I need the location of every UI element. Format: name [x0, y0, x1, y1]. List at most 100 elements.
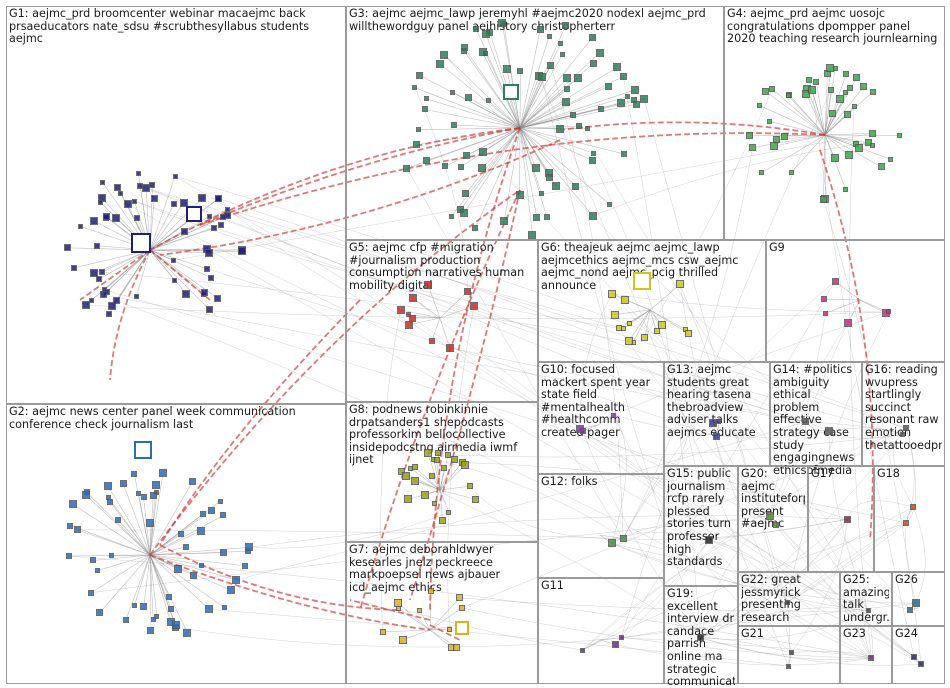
node-g4: [835, 94, 844, 103]
edge: [485, 52, 521, 129]
edge: [436, 459, 441, 491]
node-g3: [478, 147, 487, 156]
group-box-g6: G6: theajeuk aejmc aejmc_lawp aejmcethic…: [538, 240, 766, 362]
node-g2: [150, 616, 156, 622]
node-g7: [458, 604, 465, 611]
node-g2: [173, 564, 182, 573]
node-g1: [123, 200, 132, 209]
node-g3: [570, 111, 577, 118]
edge: [614, 309, 651, 315]
node-g3: [547, 61, 555, 69]
group-box-g24: G24: [892, 626, 945, 684]
edge: [824, 133, 873, 136]
node-g3: [552, 182, 560, 191]
node-g4: [865, 139, 873, 147]
edge: [582, 639, 601, 651]
edge: [149, 175, 176, 251]
edge: [765, 90, 826, 136]
node-g24: [911, 653, 918, 660]
edge: [769, 313, 826, 517]
node-g3: [564, 86, 571, 93]
node-g3: [517, 67, 524, 74]
edge: [519, 127, 611, 205]
node-g20: [765, 511, 774, 520]
group-label-g3: G3: aejmc aejmc_lawp jeremyhl #aejmc2020…: [349, 8, 706, 33]
edge: [489, 32, 521, 129]
group-box-g8: G8: podnews robinkinnie drpatsanders1 sh…: [346, 402, 538, 542]
edge: [620, 89, 832, 638]
edge: [175, 175, 907, 429]
edge: [134, 474, 151, 556]
node-g1: [71, 264, 78, 271]
group-label-g14: G14: #politics ambiguity ethical problem…: [773, 364, 855, 477]
edge: [519, 54, 563, 129]
red-edge: [149, 189, 521, 556]
edge: [140, 185, 806, 423]
node-g4: [767, 118, 773, 124]
node-g6: [615, 325, 622, 332]
edge: [149, 554, 202, 566]
edge: [439, 462, 463, 491]
edge: [621, 602, 788, 639]
node-g3: [412, 85, 418, 91]
edge: [823, 298, 861, 301]
edge: [175, 626, 622, 648]
node-g3: [640, 94, 649, 103]
edge: [116, 249, 151, 301]
node-g3: [560, 52, 565, 58]
edge: [117, 519, 151, 556]
node-g6: [653, 327, 660, 334]
node-g15: [705, 536, 714, 545]
node-g2: [95, 568, 101, 574]
edge: [519, 103, 637, 129]
node-g1: [88, 298, 94, 304]
edge: [811, 90, 826, 136]
node-g6: [621, 295, 630, 304]
node-g7: [394, 599, 403, 608]
edge: [709, 519, 848, 541]
node-g2: [171, 621, 180, 630]
edge: [612, 293, 889, 313]
node-g3: [502, 64, 511, 73]
edge: [623, 76, 701, 638]
node-g4: [757, 103, 763, 109]
node-g16: [899, 432, 905, 438]
edge: [439, 489, 450, 513]
node-g21: [788, 650, 794, 656]
node-g4: [780, 132, 788, 140]
edge: [811, 90, 915, 657]
node-g3: [595, 48, 604, 57]
edge: [149, 472, 164, 556]
edge: [519, 64, 552, 129]
group-label-g6: G6: theajeuk aejmc aejmc_lawp aejmcethic…: [541, 242, 739, 292]
node-g4: [843, 111, 851, 119]
edge: [824, 134, 847, 191]
node-g1: [89, 216, 98, 225]
node-g11: [618, 635, 624, 641]
edge: [906, 428, 915, 524]
edge: [149, 530, 202, 556]
node-g2: [66, 553, 73, 560]
edge: [482, 52, 521, 129]
edge: [77, 529, 151, 556]
group-label-g13: G13: aejmc students great hearing tasena…: [667, 364, 756, 439]
edge: [149, 249, 210, 310]
edge: [149, 546, 250, 556]
edge: [825, 299, 861, 314]
node-g3: [589, 33, 597, 41]
node-g7: [379, 628, 386, 635]
group-box-g4: G4: aejmc_prd aejmc uosojc congratulatio…: [724, 6, 945, 240]
node-g1: [94, 242, 101, 249]
node-g3: [412, 141, 420, 149]
edge: [769, 322, 849, 517]
edge: [414, 87, 521, 129]
edge: [864, 610, 872, 658]
edge: [791, 651, 872, 659]
edge: [615, 644, 872, 666]
node-g5: [445, 343, 454, 352]
hub-node-sign: [455, 621, 469, 635]
edge: [444, 54, 521, 129]
node-g8: [441, 465, 448, 472]
node-g2: [200, 510, 207, 517]
edge: [427, 284, 441, 319]
